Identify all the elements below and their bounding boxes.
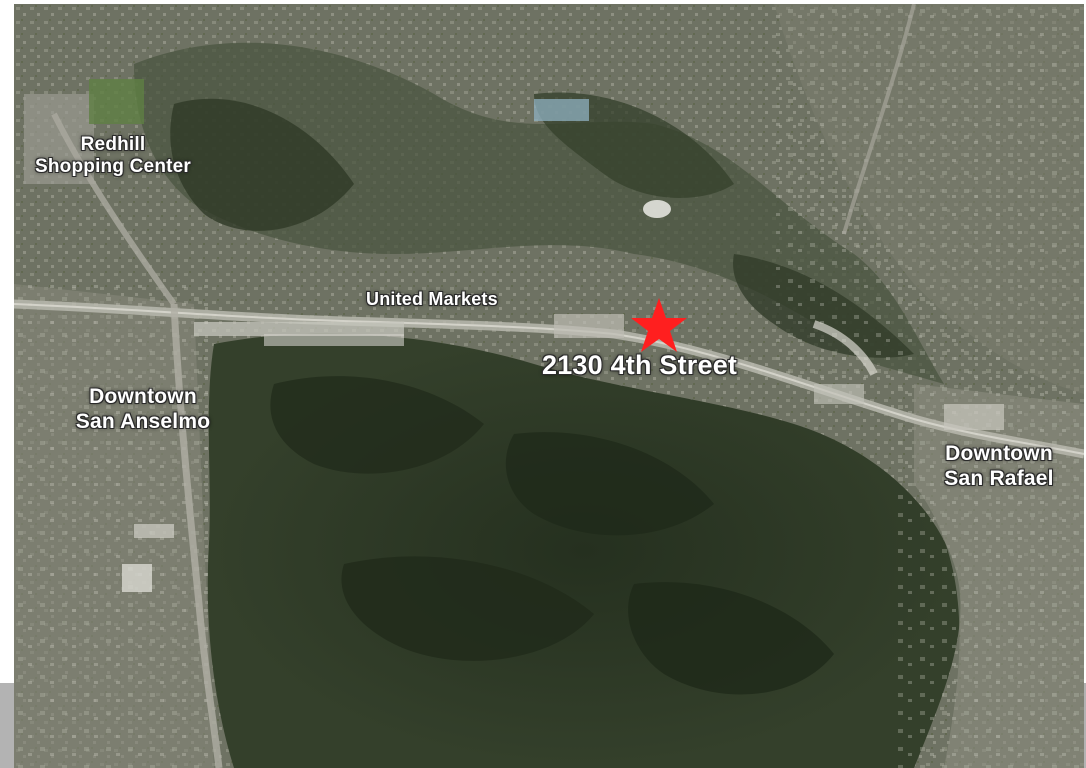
- star-icon[interactable]: [630, 297, 688, 353]
- san-rafael-label-line2: San Rafael: [944, 466, 1054, 490]
- satellite-map[interactable]: Redhill Shopping Center United Markets 2…: [14, 4, 1084, 768]
- address-marker-label: 2130 4th Street: [542, 350, 738, 380]
- redhill-label-line1: Redhill: [80, 134, 146, 155]
- san-anselmo-label-line2: San Anselmo: [75, 409, 211, 433]
- redhill-label-line2: Shopping Center: [34, 156, 192, 178]
- downtown-san-rafael-label: Downtown San Rafael: [924, 442, 1074, 492]
- location-marker-star: [631, 298, 687, 352]
- san-anselmo-label-line1: Downtown: [89, 385, 197, 408]
- satellite-terrain: [14, 4, 1084, 768]
- redhill-shopping-center-label: Redhill Shopping Center: [18, 134, 208, 179]
- san-rafael-label-line1: Downtown: [945, 442, 1053, 465]
- downtown-san-anselmo-label: Downtown San Anselmo: [58, 385, 228, 435]
- united-markets-label: United Markets: [366, 289, 498, 309]
